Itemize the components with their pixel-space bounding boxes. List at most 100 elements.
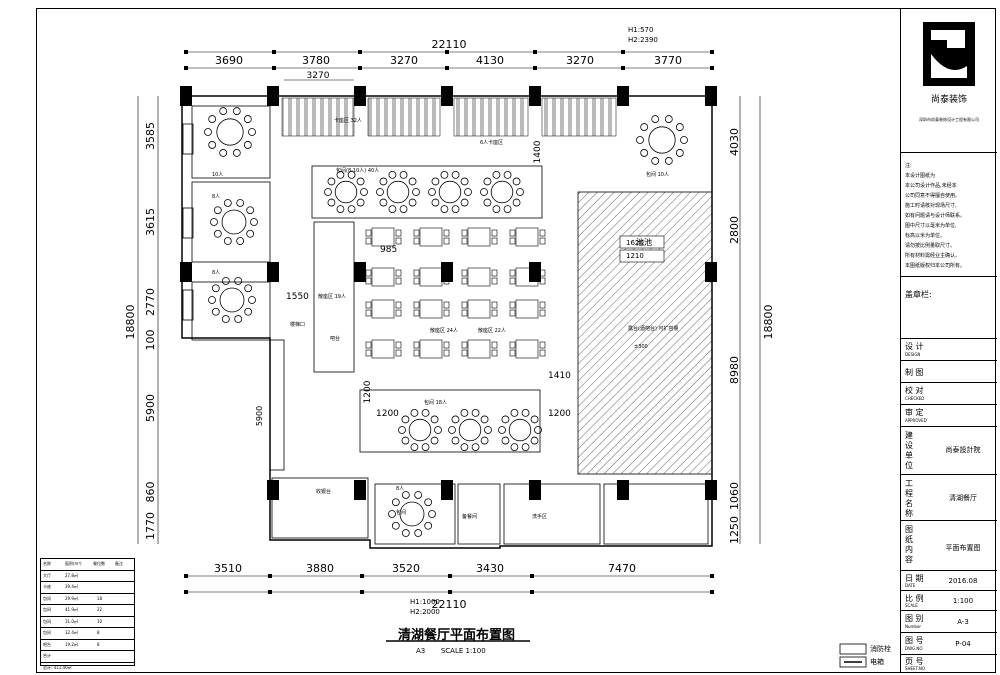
terrace-area: [577, 191, 713, 475]
left-dim-6: 860: [144, 482, 157, 503]
top-total-dim: 22110: [432, 38, 467, 51]
inner-dim-985: 985: [380, 245, 397, 255]
symbol-key: 消防栓 电箱: [836, 641, 900, 671]
hall-table: [461, 299, 498, 319]
dim-tick: [710, 574, 714, 578]
inner-dim-1200b: 1200: [376, 409, 399, 419]
key-hydrant-label: 消防栓: [870, 645, 891, 653]
right-dim-5: 1250: [728, 516, 741, 544]
date-label: 日 期: [905, 574, 924, 583]
top-booths: [281, 97, 617, 137]
dimension-ticks: [184, 50, 714, 594]
right-total-dim: 18800: [762, 305, 775, 340]
label-booth-top: 卡座区 32人: [334, 117, 362, 124]
sheet-label: 图 号: [905, 636, 924, 645]
label-terrace-num: ±300: [634, 344, 648, 350]
check-en: CHECKED: [905, 396, 925, 401]
round-table: [210, 199, 258, 245]
right-dim-2: 2800: [728, 216, 741, 244]
dim-tick: [268, 590, 272, 594]
label-terrace: 露台(酒吧台) 可扩容量: [628, 325, 679, 332]
room-labels: 卡座区 32人 6人卡座区 包间(8-10人) 40人 散座区 24人 散座区 …: [212, 117, 679, 520]
inner-dim-1200c: 1200: [548, 409, 571, 419]
legend-col-seats: 餐位数: [93, 561, 105, 566]
dim-tick: [621, 50, 625, 54]
hall-table: [365, 299, 402, 319]
round-table: [498, 408, 542, 452]
dim-tick: [358, 66, 362, 70]
note-line: 请勿按比例量取尺寸。: [905, 243, 956, 249]
label-round-bottom: 包间 18人: [424, 399, 447, 406]
round-table: [636, 115, 688, 165]
top-dim-6: 3770: [654, 54, 682, 67]
hall-table: [509, 267, 546, 287]
dim-tick: [710, 66, 714, 70]
note-line: 所有材料需经业主确认。: [905, 253, 961, 259]
hall-table: [365, 227, 402, 247]
inner-dim-1550: 1550: [286, 292, 309, 302]
dim-tick: [533, 66, 537, 70]
bottom-dim-4: 3430: [476, 562, 504, 575]
label-storage: 备餐间: [462, 513, 477, 520]
company-full-name: 深圳市尚泰装饰设计工程有限公司: [919, 117, 979, 122]
drawing-frame: [36, 8, 996, 673]
hall-table: [461, 339, 498, 359]
round-table: [398, 408, 442, 452]
paper-en: Number: [905, 624, 922, 629]
label-room1-count: 10人: [212, 172, 223, 178]
round-table: [448, 408, 492, 452]
label-hall-mid-right: 散座区 22人: [478, 327, 506, 334]
dimension-labels: 22110 3690 3780 3270 4130 3270 3770 3270…: [214, 38, 682, 611]
label-bar: 吧台: [330, 335, 340, 342]
round-table: [324, 170, 368, 214]
note-line: 公司同意不得擅自使用。: [905, 193, 961, 199]
scale-value: 1:100: [952, 597, 974, 605]
dim-tick: [272, 50, 276, 54]
label-cashier: 收银台: [316, 488, 331, 495]
scale-row: 比 例 SCALE 1:100: [901, 590, 997, 610]
design-label: 设 计: [905, 342, 924, 351]
page-label: 页 号: [905, 657, 924, 666]
label-vip-right: 包间 10人: [646, 171, 669, 178]
right-dim-1: 4030: [728, 128, 741, 156]
label-round-top: 包间(8-10人) 40人: [336, 167, 379, 174]
left-dim-7: 1770: [144, 512, 157, 540]
left-total-dim: 18800: [124, 305, 137, 340]
design-en: DESIGN: [905, 352, 921, 357]
design-row: 设 计 DESIGN: [901, 338, 997, 360]
bottom-dim-5: 7470: [608, 562, 636, 575]
legend-col-note: 备注: [115, 561, 123, 566]
legend-col-name: 名称: [43, 561, 51, 566]
client-value: 尚泰設計院: [945, 446, 981, 454]
dim-tick: [448, 574, 452, 578]
label-pool: 池池: [636, 237, 652, 247]
round-table: [428, 170, 472, 214]
approve-row: 审 定 APPROVED: [901, 404, 997, 426]
label-kitchen-count: 8人: [396, 486, 404, 492]
dim-tick: [268, 574, 272, 578]
dim-tick: [621, 66, 625, 70]
note-line: 本设计图纸为: [905, 173, 936, 179]
top-dim-2: 3780: [302, 54, 330, 67]
content-label: 图纸内容: [905, 525, 913, 564]
vertical-dimension-labels: 3585 3615 2770 100 5900 860 1770 18800 4…: [124, 122, 775, 544]
drawing-title: 清湖餐厅平面布置图: [398, 628, 516, 643]
page-en: SHEET.NO: [905, 666, 925, 671]
content-value: 平面布置图: [945, 544, 981, 552]
dim-tick: [184, 590, 188, 594]
client-label: 建设单位: [905, 431, 913, 470]
dim-tick: [448, 590, 452, 594]
approve-en: APPROVED: [905, 418, 927, 423]
hall-tables: [365, 227, 546, 359]
legend-row: 合计: [41, 651, 134, 663]
hall-table: [365, 267, 402, 287]
label-hall-19: 散座区 19人: [318, 293, 346, 300]
sheet-en: DWG.NO: [905, 646, 923, 651]
design-notes: 注: 本设计图纸为 本公司设计作品,未经本 公司同意不得擅自使用。 施工时请核对…: [905, 161, 965, 271]
left-dim-4: 100: [144, 330, 157, 351]
